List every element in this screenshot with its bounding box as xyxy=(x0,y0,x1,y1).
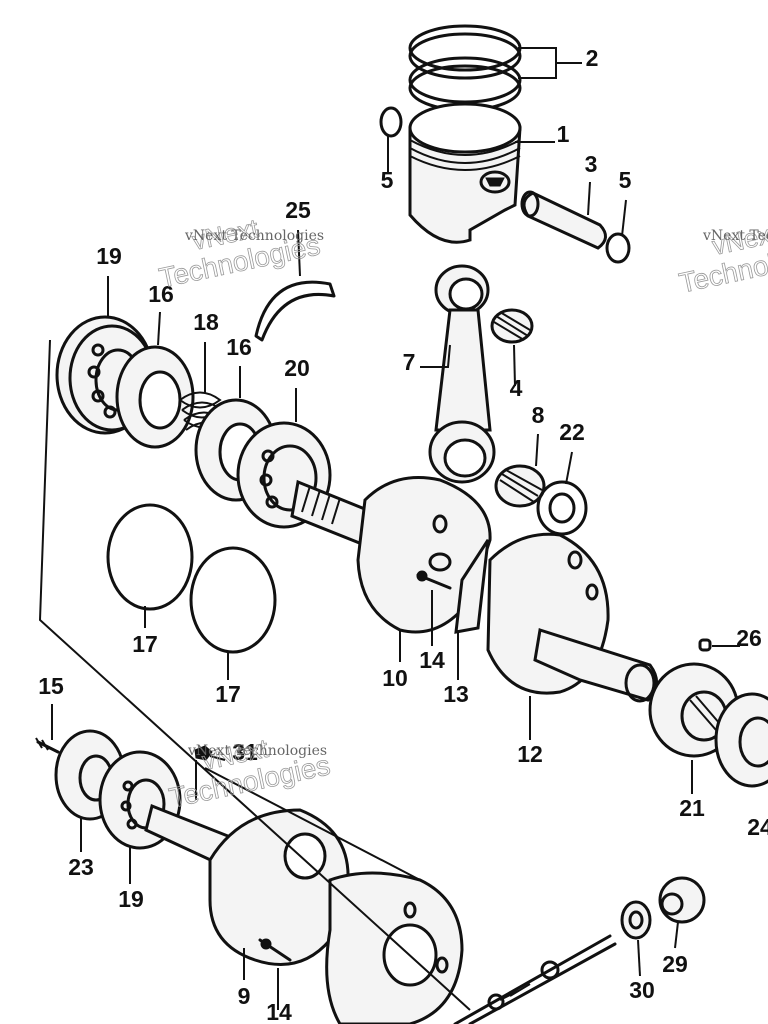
callout-c22: 22 xyxy=(559,419,585,445)
callout-c3: 3 xyxy=(585,151,598,177)
pin-26 xyxy=(698,638,712,652)
thrust-washer xyxy=(536,480,588,536)
circlip-25 xyxy=(254,280,336,342)
nut-31 xyxy=(194,745,213,761)
piston-pin xyxy=(520,190,607,250)
watermark-3-small: vNext Technologies xyxy=(187,743,327,759)
nut-29 xyxy=(658,876,706,924)
piston-ring-17b xyxy=(189,546,277,654)
circlip-right xyxy=(605,232,631,264)
bolt-15 xyxy=(35,737,60,754)
watermark-1-small: vNext Technologies xyxy=(184,228,324,244)
seal-24 xyxy=(714,692,768,788)
oil-seal-a xyxy=(115,345,195,449)
callout-c23: 23 xyxy=(68,854,94,880)
callout-c17a: 17 xyxy=(132,631,158,657)
callout-c8: 8 xyxy=(532,402,545,428)
callout-c25: 25 xyxy=(285,197,311,223)
piston-rings xyxy=(408,24,522,112)
callout-c5b: 5 xyxy=(619,167,632,193)
callout-c14a: 14 xyxy=(419,647,445,673)
callout-c16a: 16 xyxy=(148,281,174,307)
needle-bearing-small xyxy=(490,308,534,344)
key-13 xyxy=(454,539,490,634)
lower-crankshaft xyxy=(144,803,464,1024)
callout-c7: 7 xyxy=(403,349,416,375)
callout-c12: 12 xyxy=(517,741,543,767)
callout-c14b: 14 xyxy=(266,999,292,1024)
callout-c31: 31 xyxy=(232,739,258,765)
callout-c19b: 19 xyxy=(118,886,144,912)
callout-c5a: 5 xyxy=(381,167,394,193)
lower-shaft-rod xyxy=(453,934,617,1024)
pin-14a xyxy=(416,570,452,590)
piston xyxy=(408,102,522,244)
watermark-3: vNext Technologies xyxy=(166,732,333,814)
callout-c20: 20 xyxy=(284,355,310,381)
callout-c21: 21 xyxy=(679,795,705,821)
connecting-rod xyxy=(428,264,496,484)
callout-c26: 26 xyxy=(736,625,762,651)
assembly-frame-line-left xyxy=(38,339,471,1011)
washer-30 xyxy=(620,900,652,940)
callout-c9: 9 xyxy=(238,983,251,1009)
callout-c13: 13 xyxy=(443,681,469,707)
callout-c18: 18 xyxy=(193,309,219,335)
callout-c19a: 19 xyxy=(96,243,122,269)
callout-c16b: 16 xyxy=(226,334,252,360)
callout-c30: 30 xyxy=(629,977,655,1003)
callout-c15: 15 xyxy=(38,673,64,699)
needle-bearing-big xyxy=(494,464,546,508)
callout-c10: 10 xyxy=(382,665,408,691)
callout-c24: 24 xyxy=(747,814,768,840)
watermark-2: vNext Technologies xyxy=(676,217,768,299)
callout-c1: 1 xyxy=(557,121,570,147)
watermark-2-small: vNext Technologies xyxy=(702,228,768,244)
callout-c17b: 17 xyxy=(215,681,241,707)
assembly-frame-line-lower xyxy=(204,767,421,881)
callout-c2: 2 xyxy=(586,45,599,71)
leader-lines xyxy=(51,47,740,1010)
piston-ring-17a xyxy=(106,503,194,611)
circlip-left xyxy=(379,106,403,138)
callout-c4: 4 xyxy=(510,375,523,401)
callout-c29: 29 xyxy=(662,951,688,977)
